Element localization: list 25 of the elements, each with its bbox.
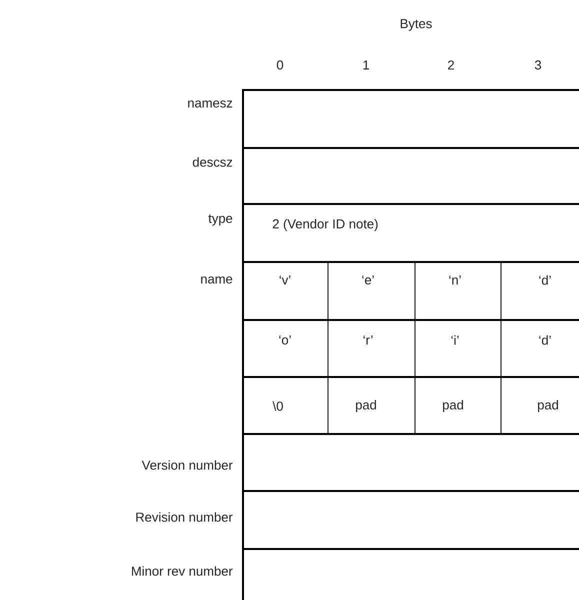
cell-text: \0	[272, 401, 283, 411]
column-number: 3	[534, 60, 542, 70]
cell-text: pad	[356, 400, 376, 412]
cell-text: ‘d’	[539, 335, 551, 345]
axis-heading: Bytes	[400, 19, 432, 31]
cell-text: ‘o’	[279, 335, 291, 345]
row-label: descsz	[192, 157, 232, 167]
row-label: type	[208, 214, 232, 226]
cell-text: ‘e’	[362, 275, 374, 285]
column-number: 1	[363, 60, 369, 70]
row-label: Minor rev number	[132, 566, 233, 576]
row-label: Version number	[142, 460, 233, 470]
cell-text: pad	[538, 400, 558, 412]
row-label: name	[201, 276, 232, 284]
cell-text: ‘r’	[364, 336, 372, 344]
row-label: Revision number	[136, 512, 233, 522]
row-label: namesz	[188, 100, 232, 108]
cell-text: pad	[443, 400, 464, 412]
column-number: 0	[276, 60, 284, 70]
cell-text: ‘d’	[539, 275, 551, 285]
cell-text: 2 (Vendor ID note)	[272, 218, 378, 232]
cell-text: ‘n’	[449, 276, 461, 284]
column-number: 2	[448, 60, 454, 70]
cell-text: ‘i’	[451, 335, 459, 345]
cell-text: ‘v’	[280, 276, 290, 284]
